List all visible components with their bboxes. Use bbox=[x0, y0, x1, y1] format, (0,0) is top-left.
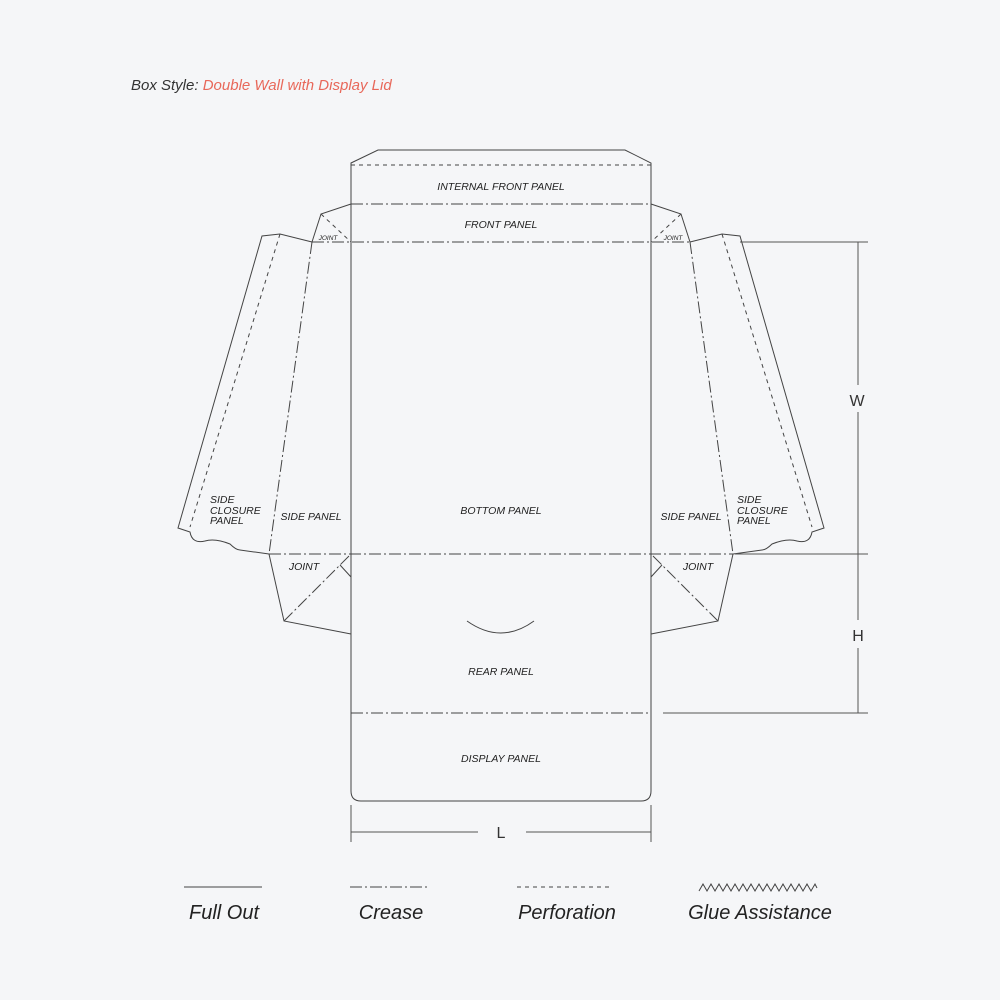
perforation-line bbox=[320, 213, 352, 243]
crease-line bbox=[283, 555, 350, 622]
side-panel-right-label: SIDE PANEL bbox=[660, 511, 721, 523]
crease-line bbox=[652, 555, 719, 622]
side-closure-right bbox=[689, 233, 825, 555]
joint-small-left-label: JOINT bbox=[318, 235, 339, 242]
perforation-line bbox=[189, 233, 281, 528]
rear-panel-label: REAR PANEL bbox=[468, 666, 534, 678]
bottom-panel-label: BOTTOM PANEL bbox=[460, 505, 541, 517]
box-style-name: Double Wall with Display Lid bbox=[202, 77, 392, 94]
crease-line bbox=[268, 241, 313, 555]
right-flaps bbox=[650, 203, 825, 635]
perforation-line bbox=[650, 213, 682, 243]
legend-perforation-label: Perforation bbox=[518, 902, 616, 924]
joint-small-right-label: JOINT bbox=[663, 235, 684, 242]
box-style-title: Box Style: Double Wall with Display Lid bbox=[131, 77, 392, 94]
length-dimension-label: L bbox=[497, 825, 506, 842]
main-panels bbox=[269, 149, 733, 802]
legend-crease-label: Crease bbox=[359, 902, 423, 924]
side-closure-left bbox=[177, 233, 313, 555]
display-panel-label: DISPLAY PANEL bbox=[461, 753, 541, 765]
side-closure-left-label-3: PANEL bbox=[210, 515, 244, 527]
side-closure-right-label-3: PANEL bbox=[737, 515, 771, 527]
left-flaps bbox=[177, 203, 352, 635]
joint-right-label: JOINT bbox=[682, 561, 715, 573]
main-outline bbox=[350, 149, 652, 802]
side-closure-right-label-1: SIDE bbox=[737, 494, 763, 506]
side-closure-right-label-2: CLOSURE bbox=[737, 505, 789, 517]
internal-front-panel-label: INTERNAL FRONT PANEL bbox=[437, 181, 565, 193]
legend-full-out-label: Full Out bbox=[189, 902, 260, 924]
legend-glue-assistance-label: Glue Assistance bbox=[688, 902, 832, 924]
width-dimension-label: W bbox=[849, 393, 865, 410]
thumb-notch bbox=[466, 620, 535, 634]
legend: Full Out Crease Perforation Glue Assista… bbox=[184, 882, 832, 924]
side-panel-left-label: SIDE PANEL bbox=[280, 511, 341, 523]
box-style-label: Box Style: bbox=[131, 77, 199, 94]
joint-left-label: JOINT bbox=[288, 561, 321, 573]
crease-line bbox=[689, 241, 734, 555]
front-panel-label: FRONT PANEL bbox=[465, 219, 538, 231]
dimension-lines bbox=[350, 241, 868, 842]
side-closure-left-label-1: SIDE bbox=[210, 494, 236, 506]
legend-zigzag-swatch bbox=[698, 882, 818, 893]
side-closure-left-label-2: CLOSURE bbox=[210, 505, 262, 517]
perforation-line bbox=[721, 233, 813, 528]
height-dimension-label: H bbox=[852, 628, 864, 645]
